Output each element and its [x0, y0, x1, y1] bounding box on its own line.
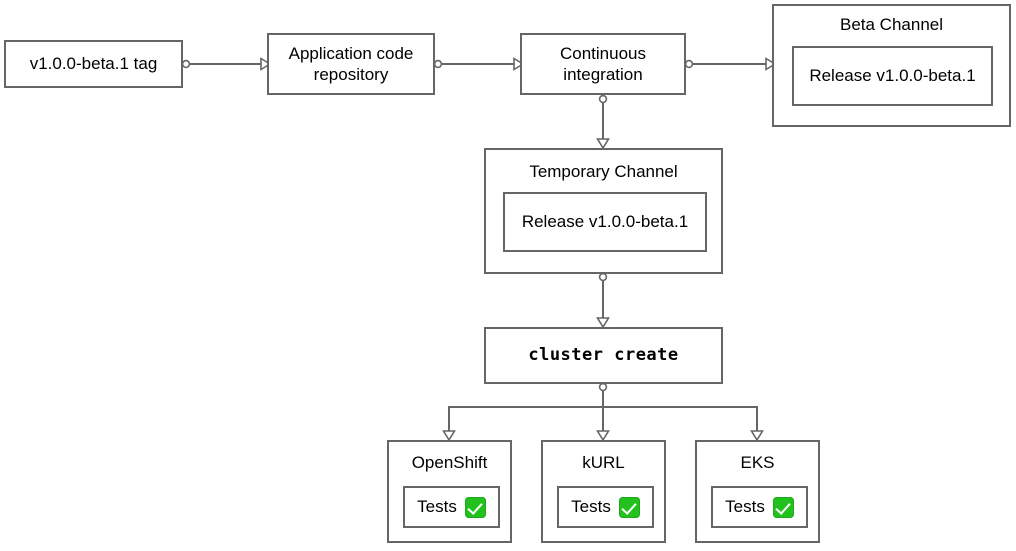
node-beta-channel[interactable]: Beta Channel Release v1.0.0-beta.1	[772, 4, 1011, 127]
edge-cluster-create-to-openshift	[442, 390, 604, 442]
kurl-tests-box[interactable]: Tests	[557, 486, 654, 528]
node-openshift[interactable]: OpenShift Tests	[387, 440, 512, 543]
node-tag[interactable]: v1.0.0-beta.1 tag	[4, 40, 183, 88]
node-kurl[interactable]: kURL Tests	[541, 440, 666, 543]
openshift-tests-box[interactable]: Tests	[403, 486, 500, 528]
eks-title: EKS	[740, 453, 775, 472]
check-green-icon	[618, 496, 640, 518]
temporary-channel-title: Temporary Channel	[529, 162, 678, 181]
edge-ci-to-beta-channel	[684, 57, 777, 71]
node-temporary-channel[interactable]: Temporary Channel Release v1.0.0-beta.1	[484, 148, 723, 274]
node-application-code-repository-label: Application code repository	[288, 43, 414, 84]
beta-channel-title: Beta Channel	[839, 15, 944, 34]
edge-ci-to-temporary-channel	[596, 94, 610, 150]
check-green-icon	[772, 496, 794, 518]
node-cluster-create[interactable]: cluster create	[484, 327, 723, 384]
temporary-channel-release-box[interactable]: Release v1.0.0-beta.1	[503, 192, 707, 252]
edge-cluster-create-to-eks	[602, 390, 764, 442]
kurl-tests-label: Tests	[571, 497, 611, 516]
edge-repo-to-ci	[433, 57, 525, 71]
edge-fanout-junction	[598, 382, 608, 392]
beta-channel-release-box[interactable]: Release v1.0.0-beta.1	[792, 46, 993, 106]
eks-tests-box[interactable]: Tests	[711, 486, 808, 528]
openshift-title: OpenShift	[411, 453, 488, 472]
node-eks[interactable]: EKS Tests	[695, 440, 820, 543]
node-continuous-integration[interactable]: Continuous integration	[520, 33, 686, 95]
temporary-channel-release-label: Release v1.0.0-beta.1	[521, 212, 689, 231]
node-cluster-create-label: cluster create	[528, 344, 679, 365]
node-tag-label: v1.0.0-beta.1 tag	[29, 54, 158, 74]
edge-tag-to-repo	[181, 57, 272, 71]
node-continuous-integration-label: Continuous integration	[559, 43, 646, 84]
node-application-code-repository[interactable]: Application code repository	[267, 33, 435, 95]
eks-tests-label: Tests	[725, 497, 765, 516]
check-green-icon	[464, 496, 486, 518]
beta-channel-release-label: Release v1.0.0-beta.1	[809, 66, 976, 85]
kurl-title: kURL	[582, 453, 625, 472]
openshift-tests-label: Tests	[417, 497, 457, 516]
edge-temporary-channel-to-cluster-create	[596, 272, 610, 329]
